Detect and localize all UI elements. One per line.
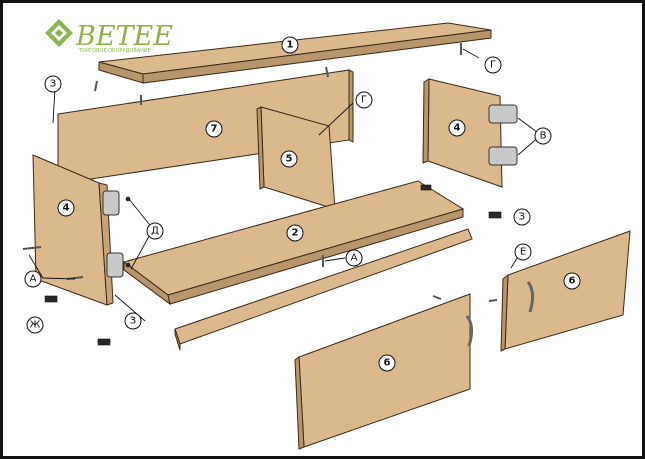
part-number-5-label: 5 — [286, 154, 293, 165]
right-side-panel — [422, 78, 503, 188]
hardware-label-d: Д — [146, 222, 164, 240]
hardware-label-z-bottom: З — [124, 312, 142, 330]
part-number-7-label: 7 — [211, 124, 218, 135]
part-number-1: 1 — [281, 36, 299, 54]
hardware-label-g-top-text: Г — [490, 60, 496, 71]
hardware-label-v: В — [534, 127, 552, 145]
shelf-supports — [44, 184, 502, 346]
logo-name: BETEE — [75, 21, 173, 52]
plinth-strip — [174, 228, 473, 351]
part-number-6-right-label: 6 — [569, 276, 576, 287]
hardware-label-e: Е — [514, 243, 532, 261]
exploded-assembly-drawing: BETEE ТОРГОВОЕ ОБОРУДОВАНИЕ — [22, 19, 631, 450]
hardware-label-a-mid-text: А — [351, 253, 358, 264]
front-door — [294, 293, 474, 450]
door-handle-icon — [465, 315, 474, 347]
hardware-label-g-top: Г — [484, 56, 502, 74]
hardware-label-z-topleft-text: З — [50, 79, 56, 90]
hardware-label-g-mid-text: Г — [361, 95, 367, 106]
hardware-label-e-text: Е — [520, 247, 526, 258]
part-number-6-front: 6 — [378, 354, 396, 372]
part-number-4-left: 4 — [57, 199, 75, 217]
part-number-7: 7 — [205, 120, 223, 138]
hinges-left — [102, 190, 131, 278]
hardware-label-g-mid: Г — [355, 91, 373, 109]
hardware-label-d-text: Д — [151, 226, 159, 237]
hardware-label-z-right: З — [513, 208, 531, 226]
hardware-label-a-mid: А — [345, 249, 363, 267]
part-number-6-right: 6 — [563, 272, 581, 290]
part-number-6-front-label: 6 — [384, 358, 391, 369]
logo-tagline: ТОРГОВОЕ ОБОРУДОВАНИЕ — [78, 48, 151, 54]
logo: BETEE ТОРГОВОЕ ОБОРУДОВАНИЕ — [45, 19, 173, 54]
part-number-2: 2 — [286, 224, 304, 242]
part-number-1-label: 1 — [287, 40, 294, 51]
hardware-label-v-text: В — [540, 131, 547, 142]
hardware-label-a-left-text: А — [30, 274, 37, 285]
part-number-2-label: 2 — [292, 228, 299, 239]
bottom-panel — [122, 180, 465, 306]
right-door-handle-icon — [526, 281, 535, 313]
hardware-label-zh: Ж — [26, 316, 44, 334]
hardware-label-zh-text: Ж — [30, 320, 41, 331]
partition-panel — [256, 106, 336, 210]
part-number-4-left-label: 4 — [63, 203, 70, 214]
hinges-right — [488, 104, 518, 166]
right-door — [500, 230, 631, 352]
back-panel — [57, 69, 354, 185]
hardware-label-z-bottom-text: З — [130, 316, 136, 327]
part-number-4-right-label: 4 — [454, 123, 461, 134]
part-number-5: 5 — [280, 150, 298, 168]
hardware-label-a-left: А — [24, 270, 42, 288]
hardware-label-z-right-text: З — [519, 212, 525, 223]
part-number-4-right: 4 — [448, 119, 466, 137]
hardware-label-z-topleft: З — [44, 75, 62, 93]
